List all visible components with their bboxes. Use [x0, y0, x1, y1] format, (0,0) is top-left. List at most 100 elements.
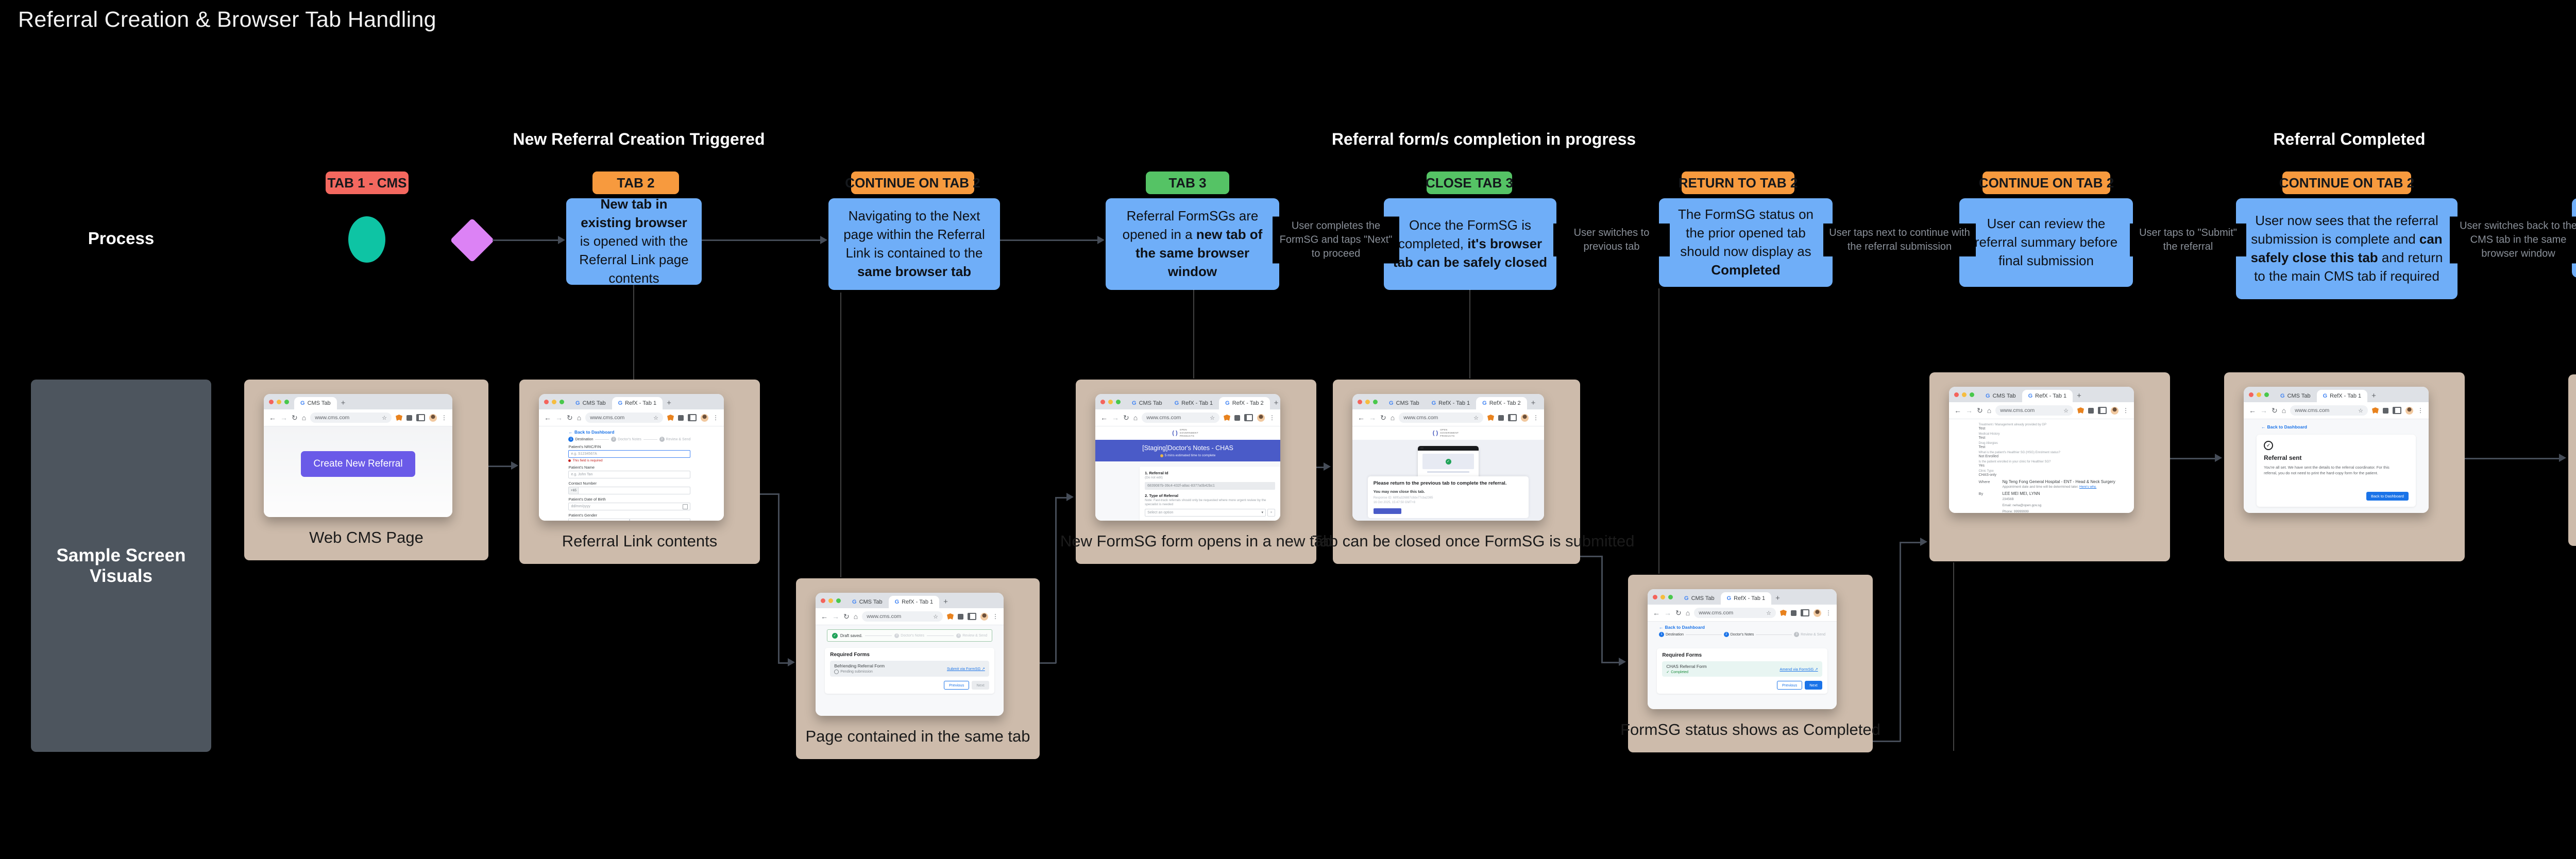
menu-icon[interactable]: ⋮: [1269, 414, 1275, 421]
reload-icon[interactable]: ↻: [567, 413, 573, 422]
star-icon[interactable]: ☆: [2063, 407, 2069, 414]
metamask-icon[interactable]: [396, 415, 402, 421]
close-window-icon[interactable]: [1358, 399, 1362, 404]
new-tab-button[interactable]: +: [667, 399, 671, 407]
new-tab-button[interactable]: +: [1531, 399, 1536, 407]
menu-icon[interactable]: ⋮: [992, 613, 998, 620]
zoom-window-icon[interactable]: [284, 399, 289, 404]
star-icon[interactable]: ☆: [1473, 415, 1479, 421]
metamask-icon[interactable]: [1487, 415, 1494, 421]
new-tab-button[interactable]: +: [943, 597, 948, 606]
zoom-window-icon[interactable]: [1970, 392, 1974, 397]
menu-icon[interactable]: ⋮: [2123, 407, 2129, 414]
back-icon[interactable]: ←: [1954, 406, 1961, 415]
metamask-icon[interactable]: [1780, 610, 1787, 616]
form-row-action-link[interactable]: Submit via FormSG ↗: [947, 666, 985, 671]
gender-option[interactable]: Female: [629, 519, 691, 521]
reload-icon[interactable]: ↻: [2272, 406, 2278, 415]
clear-icon[interactable]: ×: [1267, 508, 1275, 517]
previous-button[interactable]: Previous: [1777, 681, 1803, 690]
extension-puzzle-icon[interactable]: [678, 415, 684, 421]
home-icon[interactable]: ⌂: [2281, 406, 2286, 415]
close-window-icon[interactable]: [821, 598, 825, 603]
forward-icon[interactable]: →: [2260, 406, 2267, 415]
date-input[interactable]: dd/mm/yyyy: [568, 503, 691, 510]
profile-avatar[interactable]: [1814, 609, 1821, 617]
new-tab-button[interactable]: +: [1775, 594, 1780, 603]
home-icon[interactable]: ⌂: [1987, 406, 1992, 415]
previous-button[interactable]: Previous: [944, 681, 970, 690]
address-bar[interactable]: www.cms.com☆: [585, 413, 663, 423]
heres-why-link[interactable]: Here's why.: [2079, 485, 2097, 489]
back-icon[interactable]: ←: [1653, 609, 1660, 617]
back-icon[interactable]: ←: [269, 414, 276, 422]
back-icon[interactable]: ←: [2249, 406, 2256, 415]
star-icon[interactable]: ☆: [933, 613, 938, 620]
side-panel-icon[interactable]: [1801, 609, 1809, 616]
extension-puzzle-icon[interactable]: [2088, 407, 2094, 414]
text-input[interactable]: e.g. S1234567A: [568, 450, 691, 458]
metamask-icon[interactable]: [1224, 415, 1230, 421]
profile-avatar[interactable]: [1521, 414, 1529, 422]
metamask-icon[interactable]: [667, 415, 674, 421]
star-icon[interactable]: ☆: [382, 415, 387, 421]
minimize-window-icon[interactable]: [828, 598, 833, 603]
extension-puzzle-icon[interactable]: [1234, 415, 1240, 421]
back-to-dashboard-link[interactable]: ←Back to Dashboard: [2261, 424, 2307, 430]
new-tab-button[interactable]: +: [2077, 391, 2081, 400]
menu-icon[interactable]: ⋮: [713, 414, 719, 421]
next-button[interactable]: Next: [972, 681, 989, 690]
address-bar[interactable]: www.cms.com☆: [310, 413, 392, 423]
minimize-window-icon[interactable]: [1660, 594, 1665, 599]
forward-icon[interactable]: →: [280, 414, 287, 422]
metamask-icon[interactable]: [2372, 407, 2379, 414]
metamask-icon[interactable]: [947, 613, 954, 620]
reload-icon[interactable]: ↻: [1380, 413, 1386, 422]
profile-avatar[interactable]: [701, 414, 708, 422]
zoom-window-icon[interactable]: [2264, 392, 2269, 397]
profile-avatar[interactable]: [2111, 406, 2119, 415]
side-panel-icon[interactable]: [1244, 414, 1253, 421]
extension-puzzle-icon[interactable]: [958, 613, 963, 620]
home-icon[interactable]: ⌂: [301, 414, 307, 422]
address-bar[interactable]: www.cms.com☆: [1399, 413, 1483, 423]
profile-avatar[interactable]: [1257, 414, 1265, 422]
back-to-dashboard-button[interactable]: Back to Dashboard: [2366, 492, 2409, 501]
forward-icon[interactable]: →: [1664, 609, 1671, 617]
home-icon[interactable]: ⌂: [1685, 609, 1690, 617]
reload-icon[interactable]: ↻: [1977, 406, 1983, 415]
close-window-icon[interactable]: [2249, 392, 2253, 397]
home-icon[interactable]: ⌂: [1133, 414, 1138, 422]
minimize-window-icon[interactable]: [1962, 392, 1967, 397]
minimize-window-icon[interactable]: [1108, 399, 1113, 404]
zoom-window-icon[interactable]: [1668, 594, 1673, 599]
menu-icon[interactable]: ⋮: [1533, 414, 1539, 421]
back-to-dashboard-link[interactable]: ←Back to Dashboard: [1659, 625, 1825, 630]
close-window-icon[interactable]: [269, 399, 274, 404]
address-bar[interactable]: www.cms.com☆: [862, 611, 943, 622]
back-icon[interactable]: ←: [821, 612, 828, 621]
side-panel-icon[interactable]: [2098, 407, 2107, 414]
form-row-action-link[interactable]: Amend via FormSG ↗: [1780, 667, 1818, 672]
back-icon[interactable]: ←: [1358, 414, 1365, 422]
profile-avatar[interactable]: [429, 414, 437, 422]
new-tab-button[interactable]: +: [1274, 399, 1279, 407]
home-icon[interactable]: ⌂: [853, 612, 858, 621]
reload-icon[interactable]: ↻: [1675, 608, 1682, 617]
minimize-window-icon[interactable]: [552, 399, 556, 404]
back-icon[interactable]: ←: [544, 414, 551, 422]
metamask-icon[interactable]: [2077, 407, 2084, 414]
